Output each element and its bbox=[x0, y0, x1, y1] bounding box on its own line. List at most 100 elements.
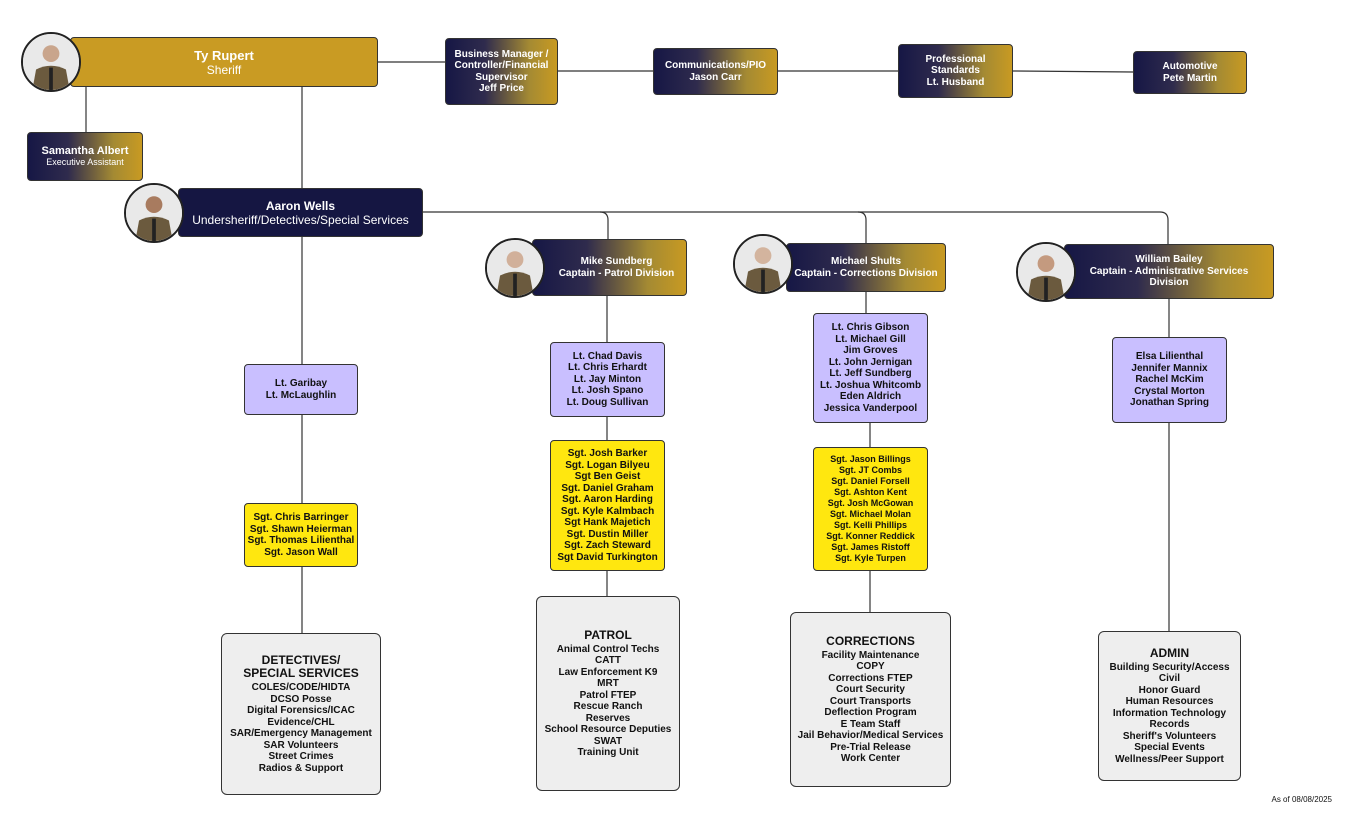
unit-name: Honor Guard bbox=[1138, 684, 1201, 696]
assistant-box[interactable]: Samantha Albert Executive Assistant bbox=[27, 132, 143, 181]
unit-name: Digital Forensics/ICAC bbox=[247, 705, 355, 716]
unit-name: Rescue Ranch bbox=[573, 701, 643, 712]
lieutenant-name: Lt. Joshua Whitcomb bbox=[819, 379, 922, 391]
sergeant-name: Sgt David Turkington bbox=[557, 551, 658, 563]
patrol-captain-box[interactable]: Mike Sundberg Captain - Patrol Division bbox=[532, 239, 687, 296]
sergeant-name: Sgt. Thomas Lilienthal bbox=[247, 535, 355, 546]
unit-name: Records bbox=[1149, 719, 1190, 731]
lieutenant-name: Lt. Jeff Sundberg bbox=[829, 368, 912, 379]
unit-name: School Resource Deputies bbox=[544, 724, 672, 735]
unit-name: Patrol FTEP bbox=[579, 689, 637, 701]
sergeant-name: Sgt. Kelli Phillips bbox=[833, 520, 907, 530]
unit-name: Jail Behavior/Medical Services bbox=[797, 730, 944, 741]
admin-captain-title: Captain - Administrative Services bbox=[1089, 265, 1249, 277]
sergeant-name: Sgt. Dustin Miller bbox=[566, 528, 649, 540]
admin-captain-box[interactable]: William Bailey Captain - Administrative … bbox=[1064, 244, 1274, 299]
business-line: Controller/Financial bbox=[454, 60, 549, 71]
unit-name: Civil bbox=[1158, 673, 1181, 685]
sergeant-name: Sgt. Zach Steward bbox=[564, 540, 651, 551]
staff-name: Jonathan Spring bbox=[1130, 397, 1209, 409]
unit-name: Human Resources bbox=[1125, 696, 1214, 708]
corrections-captain-name: Michael Shults bbox=[830, 256, 901, 267]
sergeant-name: Sgt Ben Geist bbox=[574, 471, 641, 482]
sergeant-name: Sgt. Jason Billings bbox=[830, 454, 911, 464]
automotive-box[interactable]: Automotive Pete Martin bbox=[1133, 51, 1247, 94]
sergeant-name: Sgt. Kyle Turpen bbox=[835, 553, 906, 563]
unit-name: Special Events bbox=[1134, 742, 1205, 754]
unit-name: CATT bbox=[595, 655, 621, 666]
unit-name: Street Crimes bbox=[268, 751, 334, 762]
business-manager-box[interactable]: Business Manager / Controller/Financial … bbox=[445, 38, 558, 105]
unit-name: COLES/CODE/HIDTA bbox=[251, 682, 351, 693]
lieutenant-name: Eden Aldrich bbox=[839, 391, 902, 402]
professional-standards-box[interactable]: Professional Standards Lt. Husband bbox=[898, 44, 1013, 98]
unit-name: Reserves bbox=[585, 712, 631, 724]
sergeant-name: Sgt. JT Combs bbox=[838, 465, 902, 475]
lieutenant-name: Lt. Garibay bbox=[274, 378, 328, 389]
staff-name: Rachel McKim bbox=[1135, 374, 1204, 386]
patrol-captain-avatar bbox=[485, 238, 545, 298]
admin-captain-avatar bbox=[1016, 242, 1076, 302]
lieutenant-name: Lt. Doug Sullivan bbox=[566, 396, 649, 408]
comms-line: Jason Carr bbox=[689, 71, 742, 83]
unit-name: Court Security bbox=[836, 684, 905, 695]
lieutenant-name: Jim Groves bbox=[843, 345, 898, 356]
lieutenant-name: Jessica Vanderpool bbox=[823, 402, 918, 414]
unit-name: Animal Control Techs bbox=[556, 643, 660, 655]
undersheriff-avatar bbox=[124, 183, 184, 243]
lieutenant-name: Lt. Michael Gill bbox=[835, 333, 906, 345]
sheriff-avatar bbox=[21, 32, 81, 92]
communications-box[interactable]: Communications/PIO Jason Carr bbox=[653, 48, 778, 95]
unit-name: Evidence/CHL bbox=[267, 716, 335, 728]
admin-dept-title: ADMIN bbox=[1149, 645, 1190, 660]
unit-name: Law Enforcement K9 bbox=[558, 666, 658, 678]
lieutenant-name: Lt. Chris Erhardt bbox=[568, 362, 647, 374]
corrections-dept-title: CORRECTIONS bbox=[826, 633, 915, 648]
sergeant-name: Sgt Hank Majetich bbox=[564, 517, 651, 528]
person-icon bbox=[735, 236, 791, 292]
unit-name: Facility Maintenance bbox=[821, 649, 920, 661]
unit-name: Work Center bbox=[840, 753, 901, 764]
sergeant-name: Sgt. Chris Barringer bbox=[253, 512, 349, 523]
automotive-line: Automotive bbox=[1162, 61, 1218, 72]
standards-line: Lt. Husband bbox=[926, 76, 985, 88]
sheriff-title: Sheriff bbox=[206, 62, 242, 77]
corrections-captain-box[interactable]: Michael Shults Captain - Corrections Div… bbox=[786, 243, 946, 292]
lieutenant-name: Lt. Chris Gibson bbox=[831, 322, 910, 333]
sergeant-name: Sgt. Josh McGowan bbox=[827, 498, 914, 508]
staff-name: Jennifer Mannix bbox=[1131, 362, 1208, 374]
undersheriff-title: Undersheriff/Detectives/Special Services bbox=[192, 212, 409, 227]
staff-name: Crystal Morton bbox=[1134, 385, 1205, 397]
corrections-captain-avatar bbox=[733, 234, 793, 294]
sergeant-name: Sgt. Jason Wall bbox=[264, 546, 338, 558]
sheriff-name: Ty Rupert bbox=[194, 47, 254, 63]
detectives-dept-box[interactable]: DETECTIVES/ SPECIAL SERVICES COLES/CODE/… bbox=[221, 633, 381, 795]
sergeant-name: Sgt. Shawn Heierman bbox=[249, 523, 353, 535]
sergeant-name: Sgt. Michael Molan bbox=[829, 509, 911, 519]
sergeant-name: Sgt. Logan Bilyeu bbox=[565, 459, 650, 471]
lieutenant-name: Lt. John Jernigan bbox=[828, 356, 913, 368]
undersheriff-box[interactable]: Aaron Wells Undersheriff/Detectives/Spec… bbox=[178, 188, 423, 237]
patrol-dept-title: PATROL bbox=[584, 627, 632, 642]
sheriff-box[interactable]: Ty Rupert Sheriff bbox=[70, 37, 378, 87]
patrol-captain-name: Mike Sundberg bbox=[580, 256, 653, 267]
unit-name: Court Transports bbox=[829, 695, 912, 707]
unit-name: SAR Volunteers bbox=[263, 739, 339, 751]
standards-line: Standards bbox=[931, 65, 980, 77]
unit-name: Wellness/Peer Support bbox=[1115, 753, 1224, 765]
